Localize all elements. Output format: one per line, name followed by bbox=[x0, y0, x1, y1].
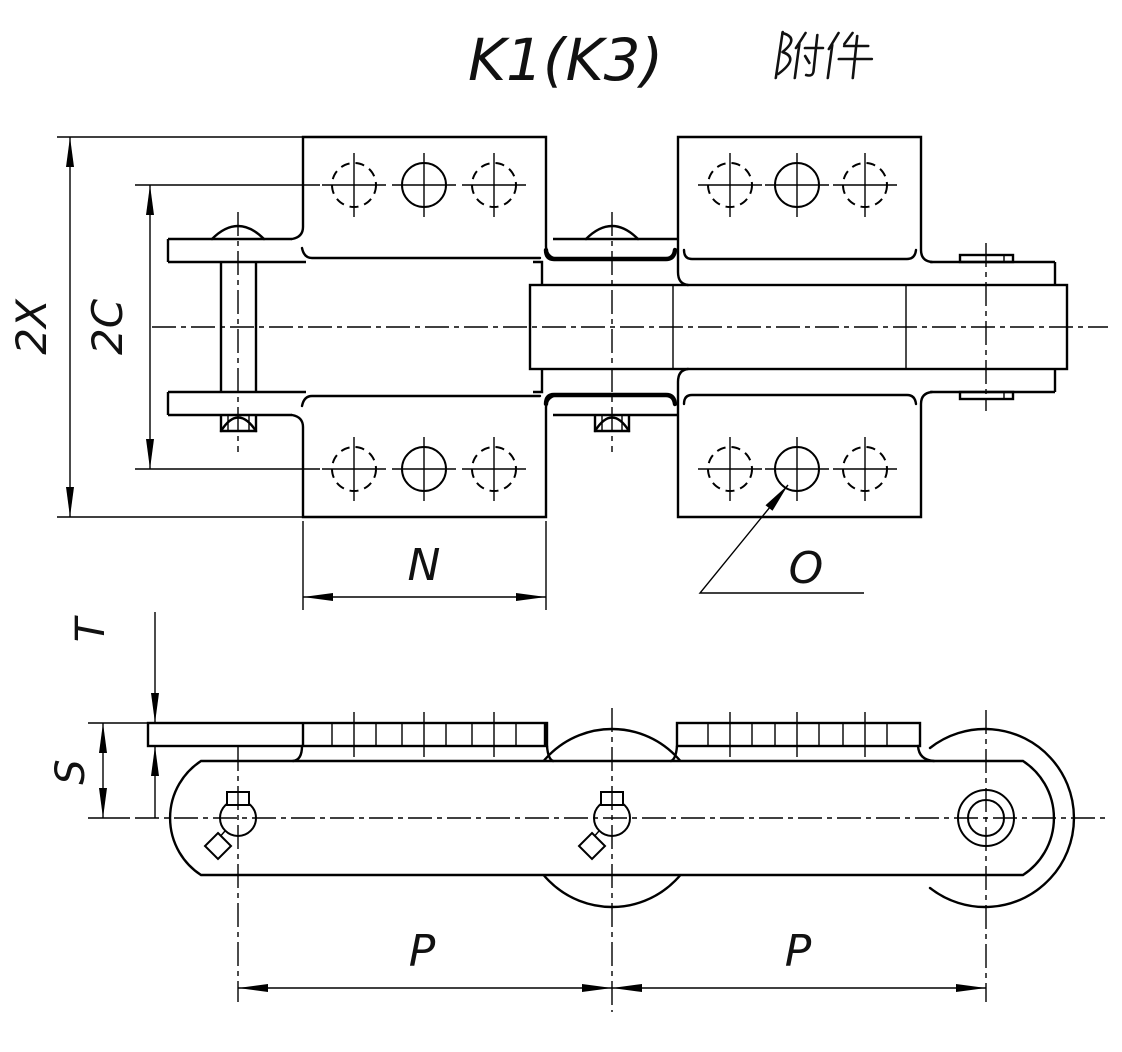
attachment-holes bbox=[322, 153, 897, 501]
dim-2x: 2X bbox=[7, 136, 303, 518]
bend-fillets bbox=[291, 744, 936, 763]
attachment-plate-bottom-left bbox=[290, 393, 560, 519]
middle-joint bbox=[533, 224, 678, 433]
cotter-pin bbox=[577, 831, 607, 861]
hole-dashed bbox=[471, 162, 517, 208]
hole-dashed bbox=[331, 162, 377, 208]
attachment-plate-bottom-right bbox=[676, 367, 934, 519]
dim-s: S bbox=[48, 723, 130, 819]
hole-solid bbox=[401, 446, 447, 492]
hole-dashed bbox=[331, 446, 377, 492]
strip-holes-side bbox=[301, 712, 888, 757]
side-centerlines bbox=[135, 708, 1108, 1012]
attachment-strip-right bbox=[675, 721, 922, 748]
hole-solid bbox=[774, 446, 820, 492]
dim-n: N bbox=[302, 521, 547, 610]
hole-dashed bbox=[842, 162, 888, 208]
dim-label-p-right: P bbox=[785, 926, 812, 977]
hole-dashed bbox=[471, 446, 517, 492]
hole-dashed bbox=[842, 446, 888, 492]
dim-label-2x: 2X bbox=[7, 298, 56, 355]
plan-view: 2X 2C N O bbox=[7, 135, 1108, 610]
cotter-pin bbox=[203, 831, 233, 861]
dim-label-2c: 2C bbox=[83, 298, 132, 355]
drawing-title: K1(K3) bbox=[468, 26, 874, 94]
title-cjk-glyphs bbox=[774, 30, 874, 80]
dim-label-s: S bbox=[48, 759, 94, 784]
callout-o: O bbox=[698, 484, 864, 594]
title-latin: K1(K3) bbox=[468, 26, 663, 94]
hole-dashed bbox=[707, 446, 753, 492]
hole-solid bbox=[401, 162, 447, 208]
side-view: T S P P bbox=[48, 612, 1108, 1012]
dim-label-p-left: P bbox=[409, 926, 436, 977]
dim-2c: 2C bbox=[83, 184, 320, 470]
plan-centerlines bbox=[152, 212, 1108, 452]
hole-dashed bbox=[707, 162, 753, 208]
attachment-strip-left bbox=[146, 721, 549, 748]
attachment-plate-top-right bbox=[676, 135, 934, 287]
hole-solid bbox=[774, 162, 820, 208]
dim-label-t: T bbox=[68, 614, 114, 642]
attachment-plate-top-left bbox=[290, 135, 560, 261]
dim-label-o: O bbox=[789, 543, 824, 594]
left-link-plates bbox=[166, 237, 306, 417]
dim-t: T bbox=[68, 612, 159, 818]
dim-label-n: N bbox=[408, 540, 441, 591]
